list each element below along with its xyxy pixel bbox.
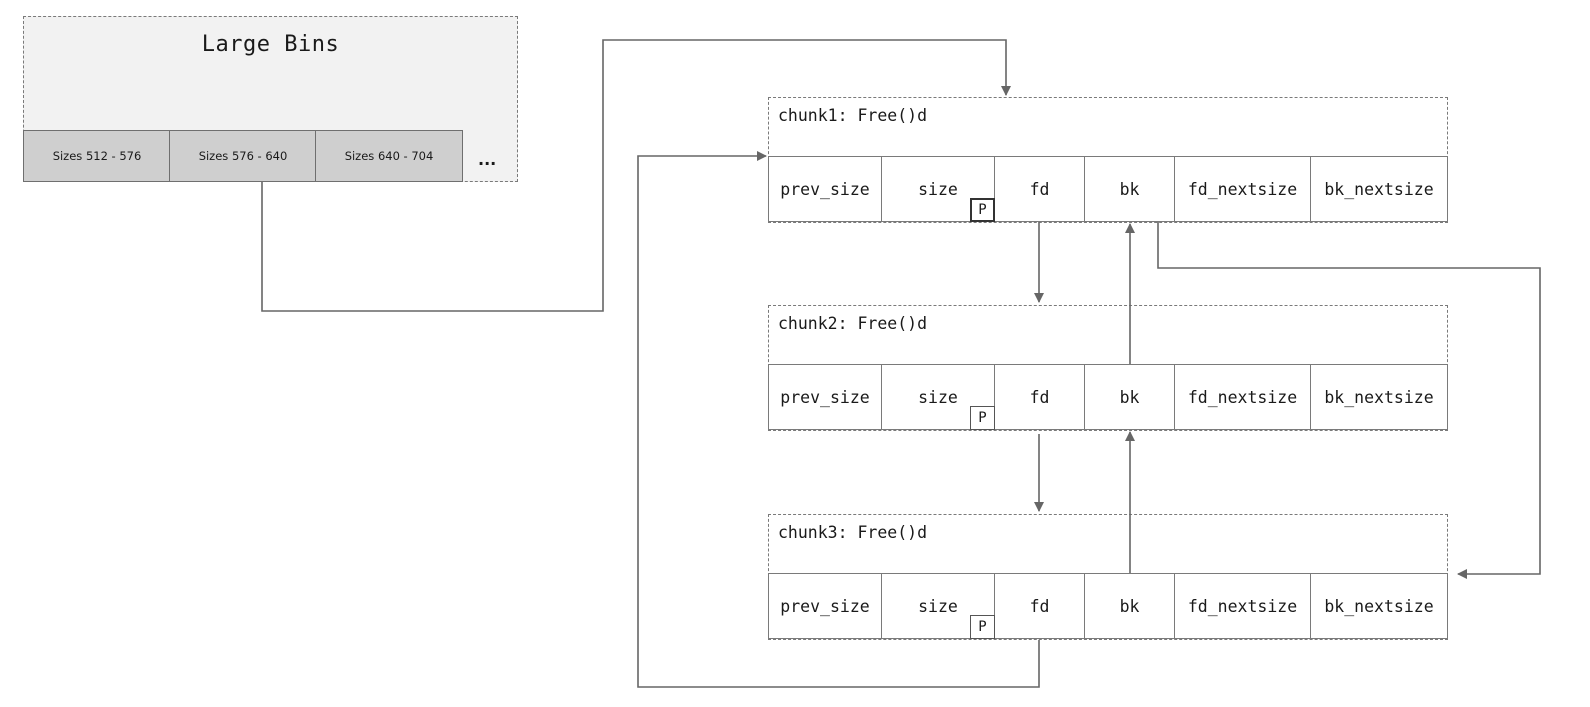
chunk2-label: chunk2: Free()d bbox=[778, 314, 928, 333]
chunk3-field-bk-nextsize: bk_nextsize bbox=[1310, 573, 1448, 639]
chunk1-field-bk-nextsize: bk_nextsize bbox=[1310, 156, 1448, 222]
large-bins-title: Large Bins bbox=[201, 32, 340, 57]
chunk3-label: chunk3: Free()d bbox=[778, 523, 928, 542]
chunk3-field-fd: fd bbox=[994, 573, 1085, 639]
chunk2-field-fd-nextsize: fd_nextsize bbox=[1174, 364, 1311, 430]
chunk3-field-prev-size: prev_size bbox=[768, 573, 882, 639]
chunk2-field-size: size bbox=[881, 364, 995, 430]
bin-sizes-576-640: Sizes 576 - 640 bbox=[169, 130, 317, 182]
chunk1-label: chunk1: Free()d bbox=[778, 106, 928, 125]
chunk1-field-fd-nextsize: fd_nextsize bbox=[1174, 156, 1311, 222]
chunk2-field-prev-size: prev_size bbox=[768, 364, 882, 430]
chunk2-field-fd: fd bbox=[994, 364, 1085, 430]
chunk3-field-fd-nextsize: fd_nextsize bbox=[1174, 573, 1311, 639]
chunk3-field-size: size bbox=[881, 573, 995, 639]
chunk2-field-bk: bk bbox=[1084, 364, 1175, 430]
chunk1-bk-to-chunk3-arrow bbox=[1157, 222, 1541, 579]
bins-ellipsis: ... bbox=[478, 150, 497, 169]
chunk2-field-bk-nextsize: bk_nextsize bbox=[1310, 364, 1448, 430]
chunk1-field-prev-size: prev_size bbox=[768, 156, 882, 222]
bin-sizes-512-576: Sizes 512 - 576 bbox=[23, 130, 171, 182]
chunk1-p-bit: P bbox=[970, 198, 995, 222]
chunk3-p-bit: P bbox=[970, 615, 995, 639]
chunk2-p-bit: P bbox=[970, 406, 995, 430]
chunk1-field-bk: bk bbox=[1084, 156, 1175, 222]
bin-to-chunk1-arrow bbox=[261, 39, 1011, 312]
chunk3-fd-to-chunk1-arrow bbox=[637, 151, 1040, 688]
bin-sizes-640-704: Sizes 640 - 704 bbox=[315, 130, 463, 182]
chunk1-field-fd: fd bbox=[994, 156, 1085, 222]
